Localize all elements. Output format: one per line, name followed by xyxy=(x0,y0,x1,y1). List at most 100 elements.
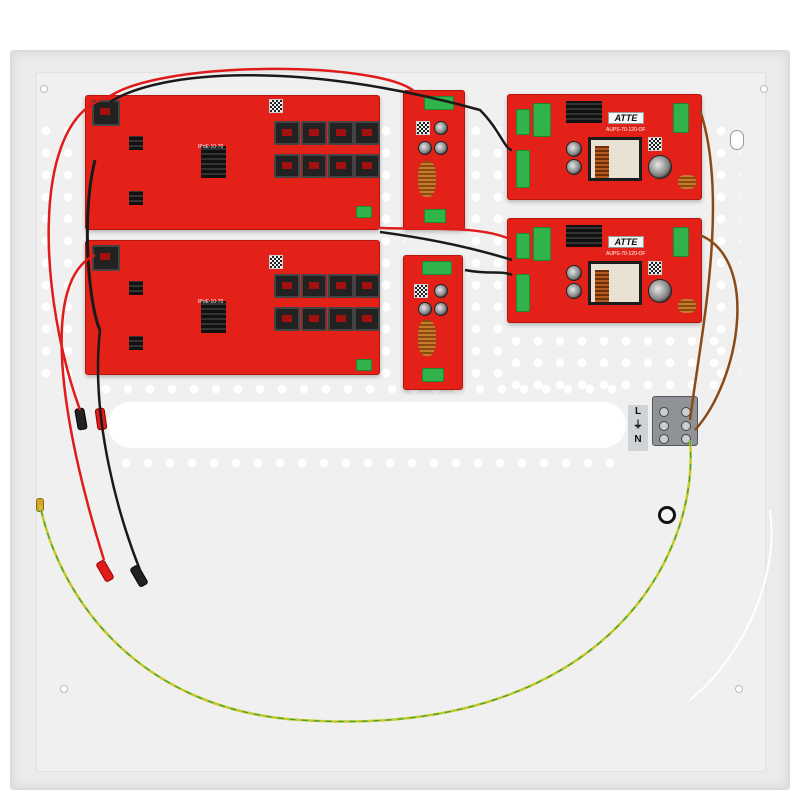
terminal-screw xyxy=(681,407,691,417)
battery-terminal xyxy=(516,109,530,135)
perforation-holes xyxy=(95,378,625,400)
rj45-port xyxy=(274,121,300,145)
neutral-label: N xyxy=(634,434,642,445)
psu-model-label: AUPS-70-120-OF xyxy=(606,127,646,133)
rj45-port xyxy=(301,154,327,178)
qr-code xyxy=(648,261,662,275)
power-terminal xyxy=(356,359,372,371)
psu-model-label: AUPS-70-120-OF xyxy=(606,251,646,257)
rj45-port xyxy=(354,307,380,331)
uplink-port xyxy=(92,245,120,271)
switch-chip-heatsink xyxy=(201,146,226,178)
earth-label: ⏚ xyxy=(633,420,643,431)
perforation-holes xyxy=(35,120,73,390)
terminal-screw xyxy=(659,434,669,444)
cable-slot xyxy=(107,400,627,448)
transformer xyxy=(588,261,642,305)
output-terminal xyxy=(422,368,444,382)
mains-input-terminal xyxy=(673,227,689,257)
mount-hole xyxy=(40,85,48,93)
poe-switch-board-bottom: IPoE-10-70 xyxy=(85,240,380,375)
fuse-holder xyxy=(533,103,551,137)
capacitor xyxy=(566,265,582,281)
heatsink xyxy=(566,225,602,247)
capacitor xyxy=(566,283,582,299)
mains-input-terminal xyxy=(673,103,689,133)
qr-code xyxy=(269,99,283,113)
dc-converter-top xyxy=(403,90,465,230)
capacitor xyxy=(418,302,432,316)
phy-chip xyxy=(129,191,143,205)
rj45-port xyxy=(354,121,380,145)
rj45-port xyxy=(328,274,354,298)
capacitor xyxy=(434,302,448,316)
atte-logo: ATTE xyxy=(608,112,644,124)
terminal-screw xyxy=(681,434,691,444)
rj45-port xyxy=(301,121,327,145)
rj45-port xyxy=(328,121,354,145)
output-terminal xyxy=(516,150,530,188)
earth-connector xyxy=(36,498,44,512)
mount-hole xyxy=(760,85,768,93)
phy-chip xyxy=(129,281,143,295)
dc-converter-bottom xyxy=(403,255,463,390)
board-label: IPoE-10-70 xyxy=(198,299,224,305)
output-terminal xyxy=(424,209,446,223)
uplink-port xyxy=(92,100,120,126)
phy-chip xyxy=(129,136,143,150)
capacitor xyxy=(434,284,448,298)
rj45-port xyxy=(354,274,380,298)
perforation-holes xyxy=(465,120,505,390)
board-label: IPoE-10-70 xyxy=(198,144,224,150)
capacitor xyxy=(434,141,448,155)
qr-code xyxy=(269,255,283,269)
bulk-capacitor xyxy=(648,279,672,303)
capacitor xyxy=(434,121,448,135)
mains-terminal-block xyxy=(652,396,698,446)
cable-grommet xyxy=(658,506,676,524)
mount-hole xyxy=(735,685,743,693)
bulk-capacitor xyxy=(648,155,672,179)
input-terminal xyxy=(424,96,454,110)
inductor-coil xyxy=(418,320,436,356)
rj45-port xyxy=(354,154,380,178)
emi-choke xyxy=(678,299,696,313)
qr-code xyxy=(648,137,662,151)
line-label: L xyxy=(634,406,642,417)
rj45-port xyxy=(328,154,354,178)
psu-module-bottom: ATTE AUPS-70-120-OF xyxy=(507,218,702,323)
rj45-port xyxy=(328,307,354,331)
fuse-holder xyxy=(533,227,551,261)
rj45-port xyxy=(274,154,300,178)
phy-chip xyxy=(129,336,143,350)
capacitor xyxy=(566,159,582,175)
terminal-screw xyxy=(659,421,669,431)
mains-label-plate: L ⏚ N xyxy=(628,405,648,451)
qr-code xyxy=(414,284,428,298)
qr-code xyxy=(416,121,430,135)
battery-terminal xyxy=(516,233,530,259)
heatsink xyxy=(566,101,602,123)
switch-chip-heatsink xyxy=(201,301,226,333)
keyhole-mount xyxy=(730,130,744,150)
capacitor xyxy=(418,141,432,155)
inductor-coil xyxy=(418,161,436,197)
rj45-port xyxy=(274,274,300,298)
power-terminal xyxy=(356,206,372,218)
input-terminal xyxy=(422,261,452,275)
atte-logo: ATTE xyxy=(608,236,644,248)
perforation-holes xyxy=(115,452,625,474)
output-terminal xyxy=(516,274,530,312)
terminal-screw xyxy=(659,407,669,417)
rj45-port xyxy=(301,307,327,331)
terminal-screw xyxy=(681,421,691,431)
transformer xyxy=(588,137,642,181)
rj45-port xyxy=(274,307,300,331)
capacitor xyxy=(566,141,582,157)
poe-switch-board-top: IPoE-10-70 xyxy=(85,95,380,230)
mount-hole xyxy=(60,685,68,693)
psu-module-top: ATTE AUPS-70-120-OF xyxy=(507,94,702,200)
perforation-holes xyxy=(710,120,740,380)
rj45-port xyxy=(301,274,327,298)
emi-choke xyxy=(678,175,696,189)
